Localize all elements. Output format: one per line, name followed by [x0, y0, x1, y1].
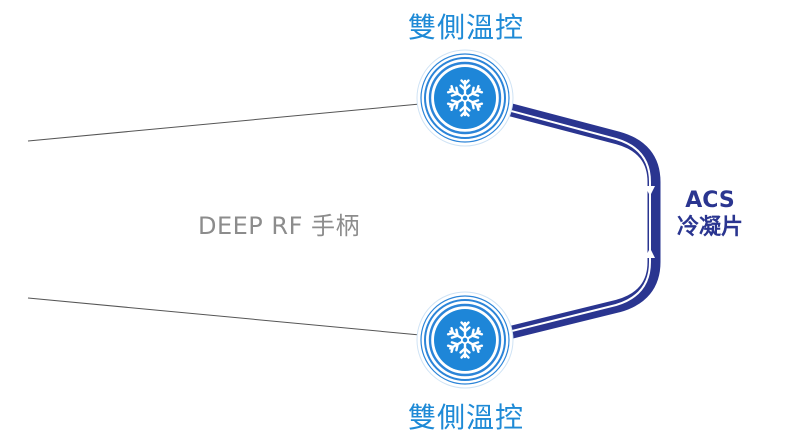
down-flow-arrow [645, 186, 655, 196]
top-cooling-label: 雙側溫控 [407, 11, 524, 44]
acs-coolant-loop [494, 99, 661, 343]
up-flow-arrow [645, 248, 655, 258]
bottom-guide-line [27, 297, 421, 336]
acs-label-block: ACS 冷凝片 [660, 188, 760, 242]
bottom-cooling-node [416, 291, 514, 389]
bottom-cooling-label: 雙側溫控 [407, 401, 524, 434]
top-guide-line [27, 103, 421, 142]
handpiece-label: DEEP RF 手柄 [198, 212, 361, 240]
acs-subtitle: 冷凝片 [676, 215, 743, 240]
top-cooling-node [416, 49, 514, 147]
acs-title: ACS [685, 188, 735, 213]
